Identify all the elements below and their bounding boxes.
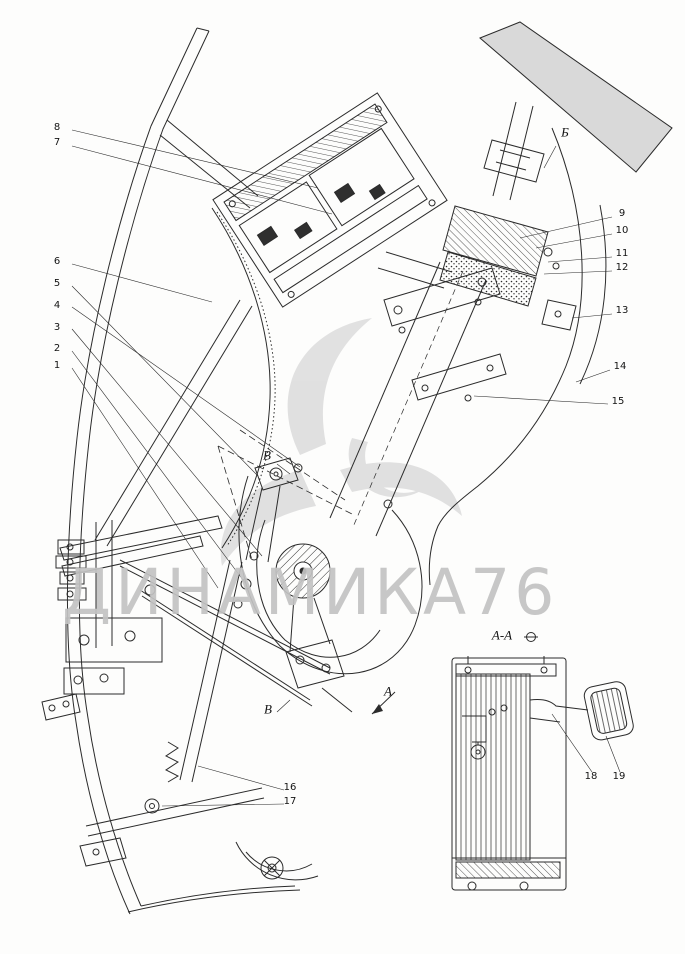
callout-7: 7 <box>53 137 61 148</box>
leader-lines <box>71 129 621 807</box>
detail-view-a-a <box>451 632 634 891</box>
callout-4: 4 <box>53 300 61 311</box>
callout-2: 2 <box>53 343 61 354</box>
column-hub <box>275 543 331 653</box>
callout-6: 6 <box>53 256 61 267</box>
callout-18: 18 <box>584 771 598 782</box>
section-label-v-bottom: В <box>264 701 272 717</box>
callout-16: 16 <box>283 782 297 793</box>
bearing-assembly <box>439 205 577 331</box>
callout-10: 10 <box>615 225 629 236</box>
callout-1: 1 <box>53 360 61 371</box>
section-bracket <box>245 457 353 713</box>
section-label-b: Б <box>561 124 569 140</box>
upper-bracket <box>212 92 448 308</box>
callout-3: 3 <box>53 322 61 333</box>
lever-mechanism <box>41 299 331 881</box>
callout-17: 17 <box>283 796 297 807</box>
section-label-v-top: В <box>263 447 271 463</box>
callout-11: 11 <box>615 248 629 259</box>
callout-13: 13 <box>615 305 629 316</box>
section-label-a-arrow: А <box>384 683 392 699</box>
cab-outline <box>66 27 607 915</box>
section-label-a-a: А-А <box>491 627 513 643</box>
construction-lines <box>217 429 353 561</box>
callout-8: 8 <box>53 122 61 133</box>
upper-shaft <box>483 101 545 201</box>
callout-19: 19 <box>612 771 626 782</box>
callout-15: 15 <box>611 396 625 407</box>
callout-14: 14 <box>613 361 627 372</box>
roof-wedge <box>479 21 673 173</box>
logo-watermark <box>220 318 462 566</box>
callout-9: 9 <box>618 208 626 219</box>
callout-5: 5 <box>53 278 61 289</box>
callout-12: 12 <box>615 262 629 273</box>
steering-column <box>238 251 507 675</box>
